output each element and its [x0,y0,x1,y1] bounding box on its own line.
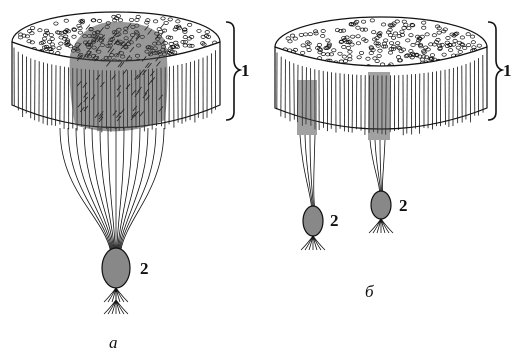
fiber [370,140,380,191]
root [108,288,116,302]
fiber [118,128,132,250]
panel-b-nerve-fibers [300,135,385,207]
panel-b-ganglion-right-label: 2 [399,196,408,215]
root [373,219,381,233]
panel-b-ganglion-left [303,206,323,236]
fiber [314,135,315,207]
fiber [108,128,115,250]
panel-b-brace [488,22,502,120]
panel-b-ganglion-left-label: 2 [330,211,339,230]
fiber [380,140,382,191]
root [108,300,116,314]
subfigure-b-label: б [365,282,374,301]
panel-a-layer-label: 1 [241,61,250,80]
root [305,236,313,250]
panel-b-ganglion-right [371,191,391,219]
panel-a-ganglion [102,248,130,288]
panel-a [12,12,220,314]
panel-a-brace [226,22,240,120]
fiber [382,140,385,191]
panel-b-layer-label: 1 [503,61,512,80]
panel-a-roots [104,288,128,314]
subfigure-a-label: а [109,333,118,352]
fiber [305,135,313,207]
fiber [100,128,114,250]
fiber [117,128,124,250]
panel-b-receptor-right [368,72,390,140]
panel-b-receptor-left [297,80,317,135]
fiber [76,128,112,250]
fiber [310,135,314,207]
fiber [120,128,156,250]
panel-a-nerve-fibers [60,128,164,250]
fiber [60,128,110,250]
panel-b [275,17,487,250]
panel-a-ganglion-label: 2 [140,259,149,278]
